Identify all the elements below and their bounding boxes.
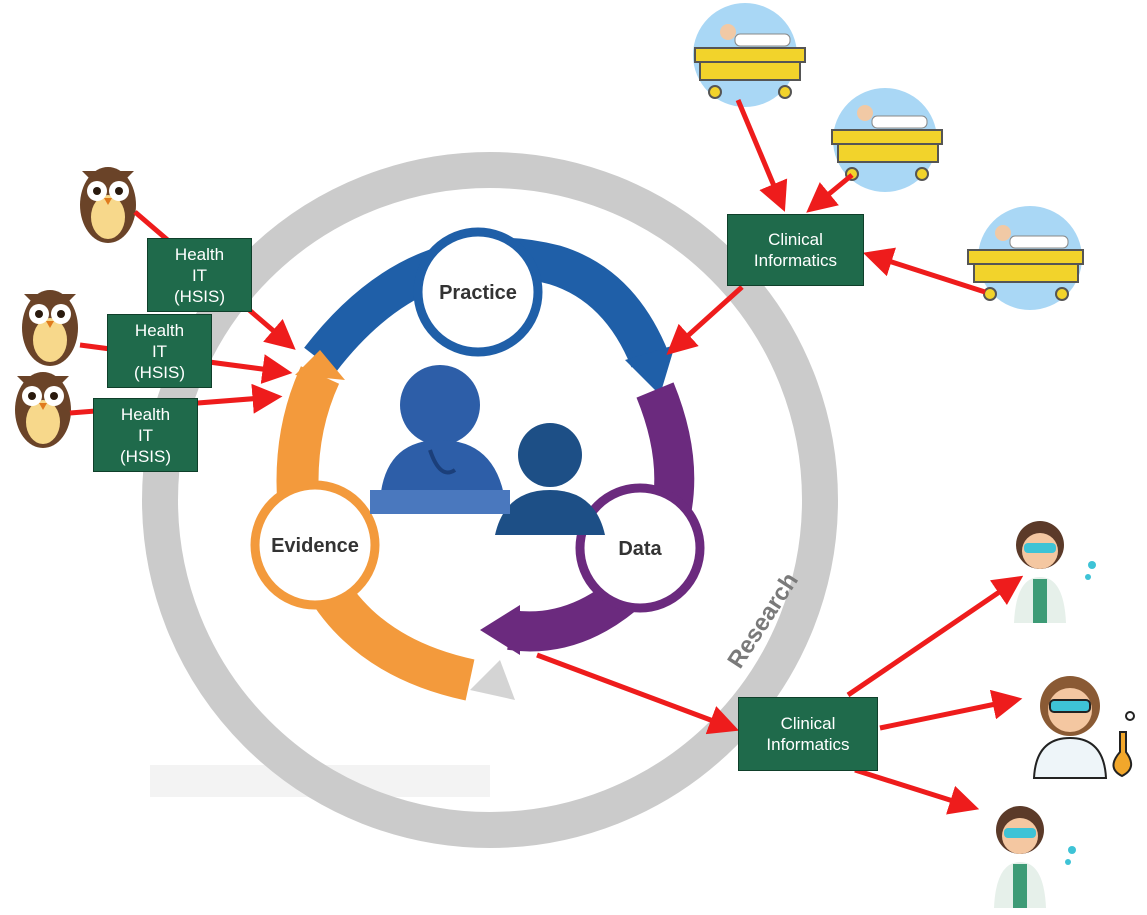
clinical-informatics-box-top: Clinical Informatics (727, 214, 864, 286)
arrow-bed1-to-ci (735, 99, 788, 212)
arrow-ci-to-data (666, 285, 744, 356)
health-it-box-2: Health IT (HSIS) (107, 314, 212, 388)
arrow-bed2-to-ci (806, 173, 854, 213)
hospital-bed-patient-icon (831, 88, 943, 192)
health-it-box-1: Health IT (HSIS) (147, 238, 252, 312)
arrow-bed3-to-ci (862, 247, 986, 295)
owl-icon (15, 372, 71, 448)
practice-label: Practice (439, 282, 517, 304)
evidence-node: Evidence (250, 480, 380, 610)
health-it-box-3: Health IT (HSIS) (93, 398, 198, 472)
arrow-data-to-ci (536, 652, 740, 735)
data-label: Data (618, 538, 662, 560)
scientist-icon (1014, 521, 1096, 623)
clinician-patient-icon (370, 365, 605, 535)
owl-icon (80, 167, 136, 243)
data-node: Data (575, 483, 705, 613)
scientist-icon (994, 806, 1076, 908)
hospital-bed-patient-icon (967, 206, 1084, 310)
practice-node: Practice (413, 227, 543, 357)
arrow-ci-to-scientist3 (854, 767, 980, 815)
research-ring (142, 152, 838, 848)
clinical-informatics-box-bottom: Clinical Informatics (738, 697, 878, 771)
hospital-bed-patient-icon (693, 3, 806, 107)
owl-icon (22, 290, 78, 366)
scientist-icon (1032, 676, 1135, 779)
evidence-label: Evidence (271, 535, 359, 557)
arrow-ci-to-scientist1 (846, 575, 1024, 698)
arrow-ci-to-scientist2 (879, 689, 1023, 731)
